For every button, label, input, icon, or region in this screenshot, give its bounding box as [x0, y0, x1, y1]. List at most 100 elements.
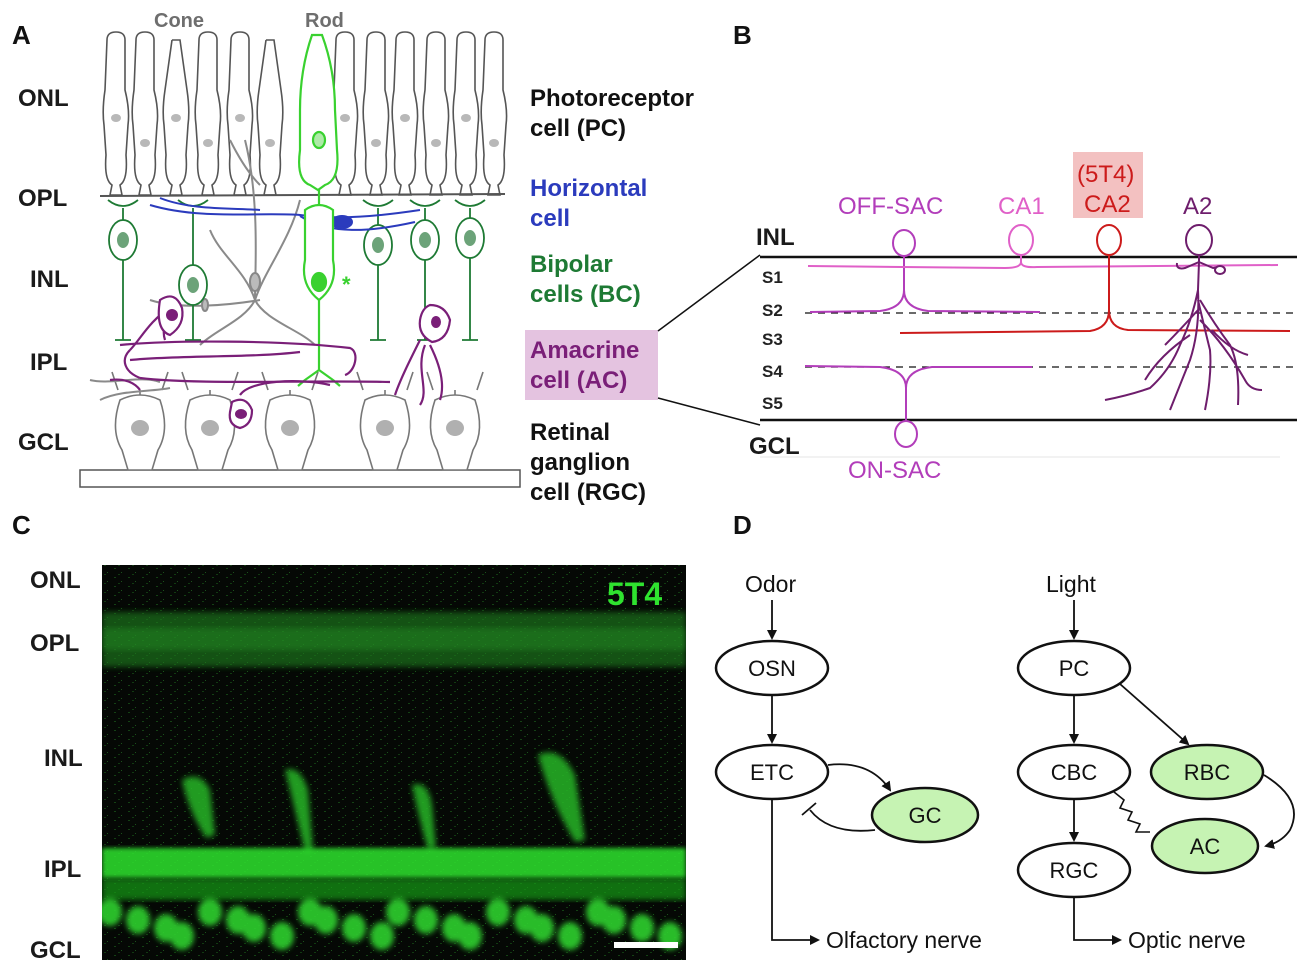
zoom-line-top — [657, 254, 761, 332]
nerve-fiber-layer — [79, 469, 521, 488]
marker-label-5t4: 5T4 — [607, 576, 662, 612]
panel-c-label: C — [12, 510, 31, 540]
odor-label: Odor — [745, 571, 796, 597]
asterisk-marker: * — [342, 272, 351, 297]
layer-label-gcl: GCL — [18, 429, 69, 456]
b-gcl-label: GCL — [749, 433, 800, 460]
photoreceptor-cell — [256, 39, 284, 196]
ac-node — [1150, 817, 1260, 875]
rbc-label: RBC — [1184, 760, 1231, 785]
bipolar-cell — [409, 199, 441, 341]
photoreceptor-cell — [131, 31, 159, 196]
ganglion-cell — [111, 371, 169, 471]
legend-a: Photoreceptor cell (PC) Horizontal cell … — [525, 85, 694, 506]
ca2-label-box — [1073, 152, 1143, 218]
off-sac-cell — [809, 229, 1041, 313]
c-label-gcl: GCL — [30, 937, 81, 964]
etc-to-olfactory-arrow — [771, 799, 820, 945]
c-label-onl: ONL — [30, 567, 81, 594]
stratum-s5: S5 — [762, 394, 783, 413]
layer-label-onl: ONL — [18, 85, 69, 112]
rgc-to-optic-arrow — [1073, 897, 1122, 945]
layer-labels-c: ONL OPL INL IPL GCL — [30, 567, 83, 964]
legend-hc-line2: cell — [530, 205, 570, 232]
zoom-line-bottom — [657, 397, 761, 426]
a2-cell — [1104, 224, 1263, 411]
gc-label: GC — [909, 803, 942, 828]
panel-a-label: A — [12, 20, 31, 50]
legend-ac-line2: cell (AC) — [530, 367, 627, 394]
photoreceptor-cell — [162, 39, 190, 196]
ca2-cell — [899, 224, 1291, 334]
photoreceptor-cell — [452, 31, 480, 196]
ca2-5t4-label: (5T4) — [1077, 161, 1134, 188]
legend-pc-line1: Photoreceptor — [530, 85, 694, 112]
ac-label: AC — [1190, 834, 1221, 859]
amacrine-somata — [157, 295, 452, 430]
ganglion-cell — [181, 371, 239, 471]
stratum-s2: S2 — [762, 301, 783, 320]
on-sac-cell — [804, 365, 1032, 448]
photoreceptor-cell — [102, 31, 130, 196]
ganglion-cell — [261, 371, 319, 471]
ca1-cell — [807, 224, 1279, 270]
bipolar-cell — [107, 199, 139, 341]
ganglion-cells — [111, 371, 484, 471]
bipolar-cell — [454, 199, 486, 341]
legend-rgc-line2: ganglion — [530, 449, 630, 476]
legend-bc-line1: Bipolar — [530, 251, 613, 278]
bipolar-cell — [362, 199, 394, 341]
rod-pathway — [297, 33, 341, 387]
photoreceptor-cell — [362, 31, 390, 196]
olfactory-circuit: Odor OSN ETC GC Olfactory nerve — [714, 571, 982, 953]
optic-nerve-label: Optic nerve — [1128, 927, 1246, 953]
ca1-label: CA1 — [998, 193, 1045, 220]
layer-label-ipl: IPL — [30, 349, 67, 376]
ipl-strata-diagram: INL GCL S1 S2 S3 S4 S5 OFF-SAC ON-SAC CA… — [749, 152, 1297, 484]
retinal-circuit: Light PC CBC RBC AC RGC Optic nerve — [1016, 571, 1295, 953]
photoreceptor-cell — [480, 31, 508, 196]
stratum-s3: S3 — [762, 330, 783, 349]
b-inl-label: INL — [756, 224, 795, 251]
legend-bc-line2: cells (BC) — [530, 281, 641, 308]
gap-junction-zigzag — [1113, 791, 1150, 833]
legend-hc-line1: Horizontal — [530, 175, 647, 202]
bipolar-cells — [107, 199, 486, 341]
rbc-node — [1149, 743, 1265, 801]
a2-label: A2 — [1183, 193, 1212, 220]
rod-label: Rod — [305, 10, 344, 32]
rbc-to-ac-arrow — [1263, 774, 1295, 849]
micrograph-5t4: 5T4 — [102, 565, 686, 960]
photoreceptor-cells — [99, 31, 508, 197]
gc-to-etc-inhibition — [809, 809, 876, 832]
inhibition-bar — [801, 802, 817, 816]
etc-label: ETC — [750, 760, 794, 785]
layer-label-opl: OPL — [18, 185, 67, 212]
retina-schematic: * — [79, 31, 521, 488]
stratum-s1: S1 — [762, 268, 783, 287]
c-label-inl: INL — [44, 745, 83, 772]
rgc-label: RGC — [1050, 858, 1099, 883]
ca2-label: CA2 — [1084, 191, 1131, 218]
photoreceptor-cell — [226, 31, 254, 196]
panel-d-label: D — [733, 510, 752, 540]
etc-to-gc-arrow — [827, 763, 892, 792]
c-label-opl: OPL — [30, 630, 79, 657]
amacrine-legend-box — [525, 330, 658, 400]
photoreceptor-cell — [391, 31, 419, 196]
legend-ac-line1: Amacrine — [530, 337, 639, 364]
cone-label: Cone — [154, 10, 204, 32]
photoreceptor-cell — [422, 31, 450, 196]
olfactory-nerve-label: Olfactory nerve — [826, 927, 982, 953]
osn-label: OSN — [748, 656, 796, 681]
on-sac-label: ON-SAC — [848, 457, 941, 484]
layer-labels-a: ONL OPL INL IPL GCL — [18, 85, 69, 456]
photoreceptor-cell — [194, 31, 222, 196]
legend-pc-line2: cell (PC) — [530, 115, 626, 142]
ganglion-cell — [426, 371, 484, 471]
legend-rgc-line3: cell (RGC) — [530, 479, 646, 506]
c-label-ipl: IPL — [44, 856, 81, 883]
cbc-label: CBC — [1051, 760, 1098, 785]
off-sac-label: OFF-SAC — [838, 193, 943, 220]
